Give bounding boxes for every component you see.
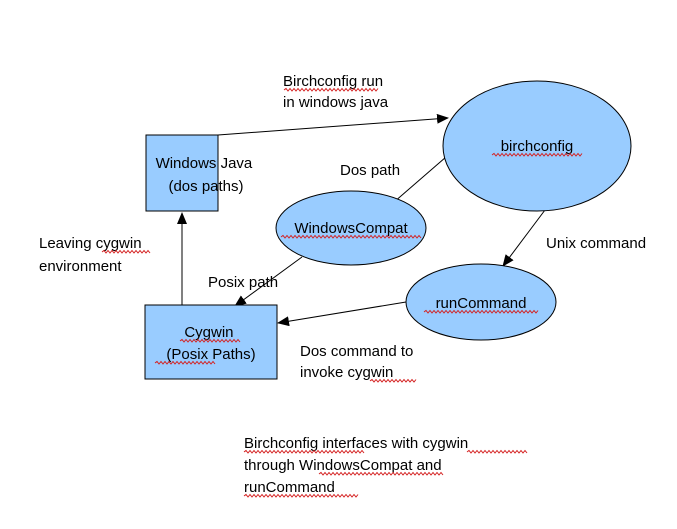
node-birchconfig [442, 80, 632, 212]
label-dos-command: Dos command to invoke cygwin [300, 343, 418, 381]
squiggle-caption-birchconfig [243, 449, 365, 454]
squiggle-posix-paths [154, 360, 216, 365]
label-dos-path: Dos path [340, 162, 400, 179]
label-birchconfig-run-line-2: in windows java [283, 94, 389, 111]
label-leaving-cygwin-line-1: Leaving cygwin [39, 235, 142, 252]
node-windows-java [145, 134, 219, 212]
node-cygwin [144, 304, 278, 380]
label-posix-path: Posix path [208, 274, 278, 291]
caption-line-1: Birchconfig interfaces with cygwin [244, 435, 468, 452]
squiggle-runcommand-node [423, 309, 539, 314]
node-runcommand [405, 263, 557, 341]
edge-birchconfig-to-runcommand [502, 209, 546, 267]
label-dos-command-line-2: invoke cygwin [300, 364, 393, 381]
node-windows-java-line-2: (dos paths) [168, 178, 243, 195]
node-cygwin-label: Cygwin (Posix Paths) [166, 324, 255, 363]
diagram-caption: Birchconfig interfaces with cygwin throu… [244, 435, 472, 496]
node-runcommand-label: runCommand [436, 295, 527, 312]
edge-runcommand-to-cygwin [277, 301, 407, 327]
squiggle-caption-runcommand [243, 493, 359, 498]
spellcheck-underlines [101, 87, 583, 498]
label-leaving-cygwin: Leaving cygwin environment [39, 235, 146, 275]
node-windowscompat [275, 190, 427, 266]
caption-line-2: through WindowsCompat and [244, 457, 442, 474]
caption-line-3: runCommand [244, 479, 335, 496]
node-cygwin-line-1: Cygwin [184, 324, 233, 341]
squiggle-cygwin-node [179, 338, 241, 343]
label-unix-command: Unix command [546, 235, 646, 252]
squiggle-cygwin-leaving [101, 249, 151, 254]
squiggle-birchconfig-node [491, 152, 583, 157]
squiggle-cygwin-invoke [369, 378, 417, 383]
label-leaving-cygwin-line-2: environment [39, 258, 122, 275]
squiggle-birchconfig-run [283, 87, 379, 92]
label-birchconfig-run: Birchconfig run in windows java [283, 73, 389, 111]
node-birchconfig-label: birchconfig [501, 138, 574, 155]
squiggle-windowscompat-node [280, 234, 422, 239]
edge-windows-java-to-birchconfig [217, 113, 449, 136]
node-windows-java-line-1: Windows Java [156, 155, 253, 172]
node-windows-java-label: Windows Java (dos paths) [156, 155, 257, 195]
node-windowscompat-label: WindowsCompat [294, 220, 408, 237]
squiggle-caption-windowscompat [318, 471, 444, 476]
node-cygwin-line-2: (Posix Paths) [166, 346, 255, 363]
label-birchconfig-run-line-1: Birchconfig run [283, 73, 383, 90]
edge-windowscompat-to-cygwin [234, 256, 303, 307]
squiggle-caption-cygwin [466, 449, 528, 454]
label-dos-command-line-1: Dos command to [300, 343, 413, 360]
